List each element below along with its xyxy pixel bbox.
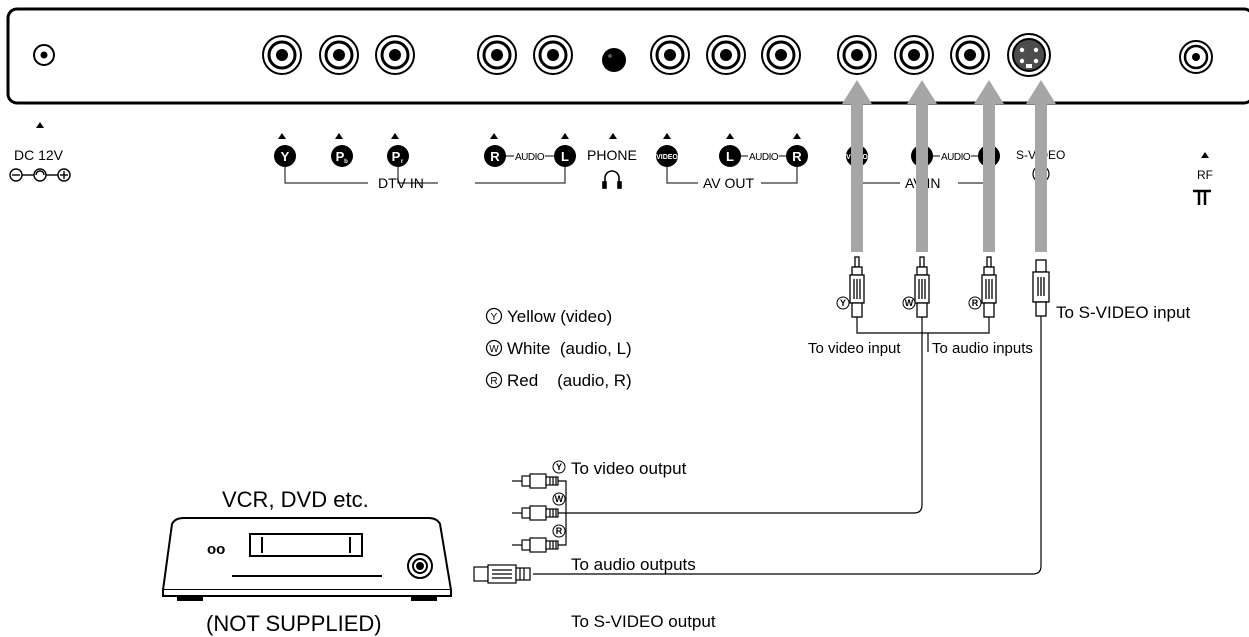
jack-avin-l: [894, 35, 934, 75]
jack-audio-l: [533, 35, 573, 75]
to-video-input-label: To video input: [808, 340, 901, 357]
jack-rf: [1179, 40, 1213, 74]
legend-r-mark: R: [490, 376, 497, 387]
plug-audio-r-in: [981, 256, 997, 318]
badge-avout-l: L: [719, 145, 741, 167]
plug-svideo-in: [1032, 259, 1050, 317]
badge-avout-r: R: [786, 145, 808, 167]
plug-marker-y: Y: [840, 298, 846, 308]
headphone-icon: [602, 170, 622, 189]
to-video-output-label: To video output: [571, 459, 687, 478]
legend-red: Red (audio, R): [507, 371, 632, 390]
audio-label-2: AUDIO: [749, 152, 779, 163]
plug-markers: Y W R: [836, 296, 982, 310]
badge-audio-r-text: R: [490, 149, 500, 164]
jack-avout-r: [761, 35, 801, 75]
source-plug-svideo: [473, 564, 531, 584]
jack-svideo: [1007, 33, 1051, 77]
device-title: VCR, DVD etc.: [222, 487, 369, 512]
plug-audio-l-in: [914, 256, 930, 318]
badge-pr: P r: [387, 145, 409, 167]
badge-pr-text: P: [392, 149, 401, 164]
legend-yellow: Yellow (video): [507, 307, 612, 326]
to-svideo-output-label: To S-VIDEO output: [571, 612, 716, 631]
device-led-text: oo: [207, 541, 225, 558]
plug-marker-w: W: [905, 298, 914, 308]
jack-avout-l: [706, 35, 746, 75]
badge-audio-l: L: [554, 145, 576, 167]
legend-y-mark: Y: [491, 312, 498, 323]
rf-label: RF: [1197, 168, 1213, 182]
badge-audio-l-text: L: [561, 149, 569, 164]
source-marker-y: Y: [556, 462, 562, 472]
antenna-icon: [1193, 189, 1211, 205]
to-audio-inputs-label: To audio inputs: [932, 340, 1033, 357]
jack-avout-video: [650, 35, 690, 75]
source-marker-r: R: [556, 526, 563, 536]
vcr-dvd-icon: [161, 517, 453, 601]
dc-jack: [33, 44, 55, 66]
jack-phone: [602, 48, 626, 72]
avout-bracket: [666, 167, 798, 184]
to-audio-outputs-label: To audio outputs: [571, 555, 696, 574]
badge-avout-r-text: R: [792, 149, 802, 164]
badge-y-text: Y: [281, 149, 290, 164]
jack-avin-r: [950, 35, 990, 75]
source-marker-w: W: [555, 494, 564, 504]
arrows: [842, 80, 1056, 252]
source-plug-audio-r: [512, 537, 559, 553]
badge-pb-sub: b: [344, 159, 348, 165]
badge-pb-text: P: [336, 149, 345, 164]
badge-audio-r: R: [484, 145, 506, 167]
legend-w-mark: W: [489, 344, 499, 355]
jack-dtv-pr: [375, 35, 415, 75]
badge-y: Y: [274, 145, 296, 167]
device-note: (NOT SUPPLIED): [206, 611, 382, 636]
badge-pr-sub: r: [401, 159, 404, 165]
badge-avout-video: VIDEO: [656, 145, 678, 167]
dtv-bracket: [284, 167, 438, 184]
plug-marker-r: R: [972, 298, 979, 308]
rear-panel: [6, 7, 1249, 105]
plug-video-in: [849, 256, 865, 318]
source-plug-markers: Y W R: [552, 460, 566, 538]
jack-audio-r: [477, 35, 517, 75]
badge-avout-video-text: VIDEO: [656, 154, 678, 161]
badge-avout-l-text: L: [726, 149, 734, 164]
to-svideo-input-label: To S-VIDEO input: [1056, 303, 1190, 322]
cables: [533, 316, 1042, 575]
jack-dtv-y: [262, 35, 302, 75]
jack-avin-video: [837, 35, 877, 75]
phone-label: PHONE: [587, 147, 637, 163]
source-plug-video: [512, 473, 559, 489]
dc-label: DC 12V: [14, 147, 64, 163]
audio-label-1: AUDIO: [515, 152, 545, 163]
audio-label-3: AUDIO: [941, 152, 971, 163]
source-plug-audio-l: [512, 505, 559, 521]
polarity-icon: [9, 168, 71, 182]
audio-bracket: [475, 167, 566, 184]
dtv-in-label: DTV IN: [378, 175, 424, 191]
badge-pb: P b: [331, 145, 353, 167]
legend: Y Yellow (video) W White (audio, L) R Re…: [485, 307, 632, 390]
legend-white: White (audio, L): [507, 339, 632, 358]
av-out-label: AV OUT: [703, 175, 755, 191]
jack-dtv-pb: [319, 35, 359, 75]
